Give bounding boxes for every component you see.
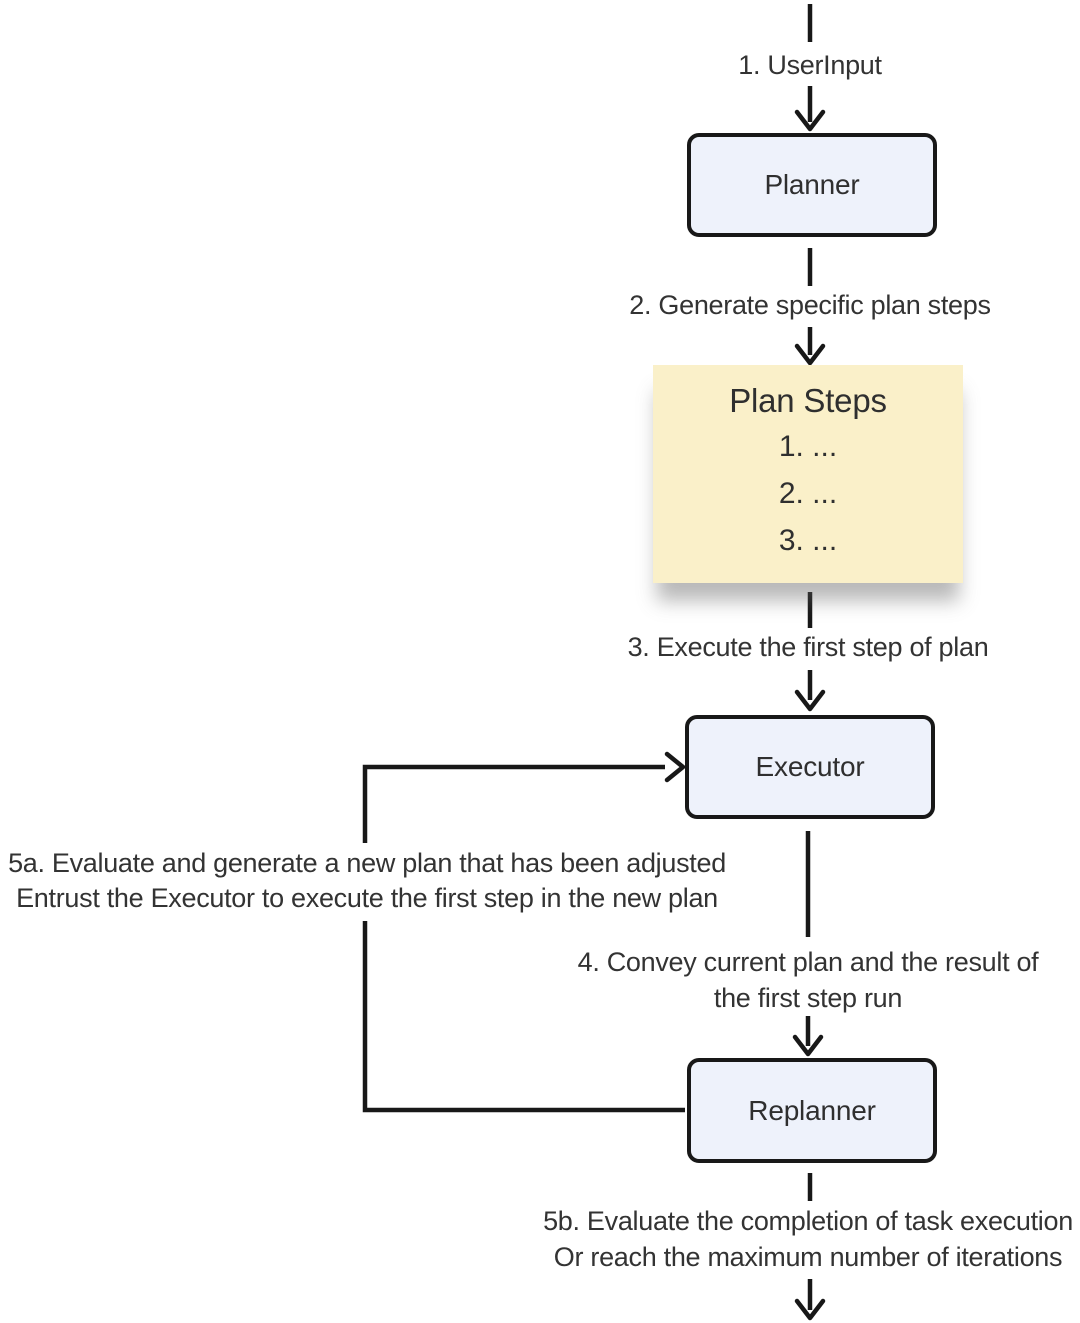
arrow-into-replanner (792, 1016, 824, 1057)
label-text: 3. Execute the first step of plan (627, 632, 989, 662)
label-step3-execute-first: 3. Execute the first step of plan (508, 630, 1080, 665)
label-text-line2: Or reach the maximum number of iteration… (553, 1242, 1063, 1272)
plan-step-item-1: 1. ... (778, 430, 838, 463)
label-text: 1. UserInput (738, 50, 882, 80)
replanner-node: Replanner (687, 1058, 937, 1163)
replanner-node-label: Replanner (748, 1094, 876, 1126)
planner-node: Planner (687, 133, 937, 237)
plan-steps-node: Plan Steps 1. ... 2. ... 3. ... (653, 365, 963, 583)
executor-node-label: Executor (755, 751, 865, 782)
label-step1-userinput: 1. UserInput (610, 48, 1010, 83)
replan-loop-connector (362, 751, 686, 1113)
label-text-line2: the first step run (713, 983, 903, 1013)
plan-step-item-3: 3. ... (778, 524, 838, 557)
executor-node: Executor (685, 715, 935, 819)
arrow-into-executor (794, 670, 826, 712)
planner-node-label: Planner (764, 169, 860, 200)
plan-steps-title: Plan Steps (729, 382, 887, 419)
label-text-line1: 4. Convey current plan and the result of (577, 947, 1039, 977)
label-text-line1: 5a. Evaluate and generate a new plan tha… (8, 848, 726, 878)
label-step5b-evaluate-completion: 5b. Evaluate the completion of task exec… (508, 1203, 1080, 1275)
arrow-into-plan-steps (794, 327, 826, 366)
arrow-final-out (794, 1279, 826, 1321)
label-text-line2: Entrust the Executor to execute the firs… (16, 883, 718, 913)
plan-step-item-2: 2. ... (778, 477, 838, 510)
arrow-userinput-to-planner (794, 86, 826, 132)
label-text-line1: 5b. Evaluate the completion of task exec… (543, 1206, 1073, 1236)
label-step2-generate-plan: 2. Generate specific plan steps (510, 288, 1080, 323)
label-step5a-replan-loop: 5a. Evaluate and generate a new plan tha… (0, 846, 734, 916)
label-step4-convey-result: 4. Convey current plan and the result of… (508, 944, 1080, 1016)
label-text: 2. Generate specific plan steps (629, 290, 991, 320)
